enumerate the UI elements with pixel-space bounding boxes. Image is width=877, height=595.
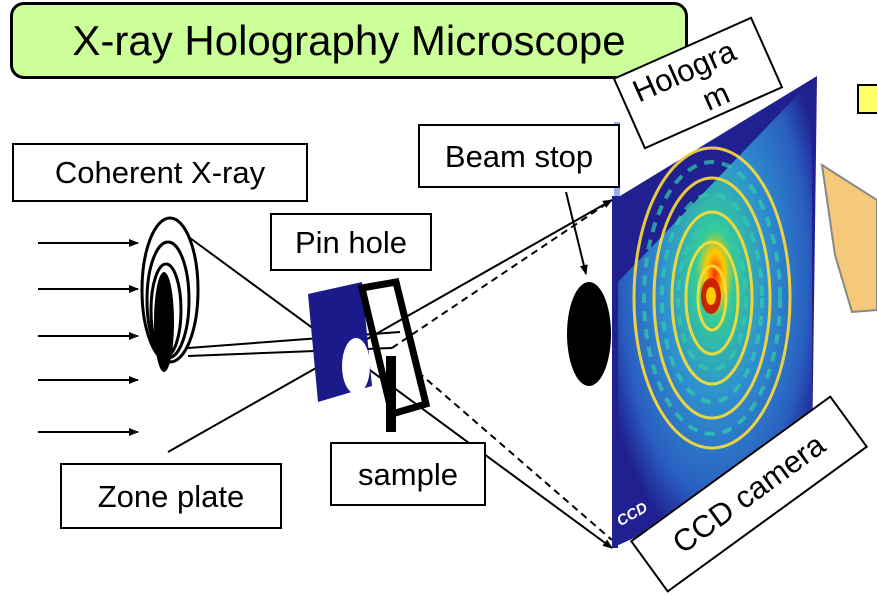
coherent-xray-text: Coherent X-ray [54,155,266,190]
sample-holder-frame [357,277,431,432]
hologram-text-line2: m [696,75,735,118]
title-box: X-ray Holography Microscope [10,2,688,79]
pin-hole-label: Pin hole [270,213,432,271]
beam-paths [167,199,613,549]
pinhole-plate-shape [308,282,372,402]
incoming-xray-arrows [38,239,139,436]
zone-plate-shape [140,216,200,372]
zone-plate-text: Zone plate [97,478,245,514]
beam-stop-shape [565,191,611,386]
accent-square [857,84,877,114]
sample-label: sample [330,442,486,506]
beam-stop-text: Beam stop [444,138,594,174]
zone-plate-label: Zone plate [60,463,282,529]
ccd-detector [612,76,817,548]
callout-shape [820,162,877,314]
diagram-title: X-ray Holography Microscope [72,16,626,64]
beam-stop-label: Beam stop [418,124,620,188]
sample-text: sample [358,456,458,492]
coherent-xray-label: Coherent X-ray [12,143,308,202]
pin-hole-text: Pin hole [294,224,408,260]
